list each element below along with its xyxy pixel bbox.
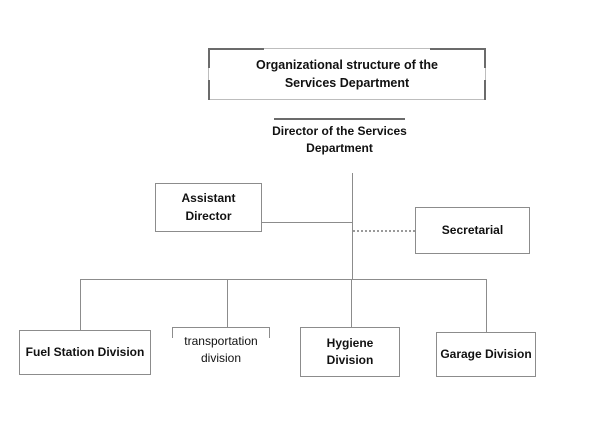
node-hygiene-division-line-1: Hygiene — [326, 335, 374, 350]
connector-drop-hygiene — [351, 279, 352, 327]
node-director: Director of the Services Department — [272, 118, 407, 166]
node-hygiene-division-line-2: Division — [326, 353, 374, 367]
connector-drop-transportation — [227, 279, 228, 327]
transportation-bracket-right — [269, 327, 270, 338]
node-garage-division: Garage Division — [436, 332, 536, 377]
chart-title-line-2: Services Department — [284, 76, 410, 90]
node-garage-division-line-1: Garage Division — [440, 346, 532, 361]
connector-secretarial-dotted — [353, 230, 415, 232]
node-secretarial: Secretarial — [415, 207, 530, 254]
node-transportation-division-line-1: transportation — [184, 334, 258, 348]
node-assistant-director-line-1: Assistant — [181, 191, 236, 206]
transportation-bracket-left — [172, 327, 173, 338]
title-corner-bottom-right — [484, 80, 486, 100]
connector-director-spine — [352, 173, 353, 279]
node-assistant-director-line-2: Director — [185, 208, 232, 223]
node-director-line-1: Director of the Services — [272, 124, 407, 138]
title-corner-top-left — [208, 48, 210, 68]
node-hygiene-division: Hygiene Division — [300, 327, 400, 377]
node-fuel-station-division: Fuel Station Division — [19, 330, 151, 375]
node-secretarial-line-1: Secretarial — [441, 222, 504, 237]
node-transportation-division-line-2: division — [200, 351, 242, 366]
title-corner-top-right — [484, 48, 486, 68]
node-transportation-division: transportation division — [172, 327, 270, 379]
connector-drop-fuel-station — [80, 279, 81, 331]
node-fuel-station-division-line-1: Fuel Station Division — [25, 344, 145, 359]
connector-assistant-director — [262, 222, 353, 223]
title-corner-bottom-left — [208, 80, 210, 100]
chart-title-box: Organizational structure of the Services… — [208, 48, 486, 100]
connector-distribution-bar — [80, 279, 487, 280]
node-assistant-director: Assistant Director — [155, 183, 262, 232]
node-director-line-2: Department — [306, 141, 373, 156]
connector-drop-garage — [486, 279, 487, 332]
chart-title-line-1: Organizational structure of the — [256, 57, 438, 72]
